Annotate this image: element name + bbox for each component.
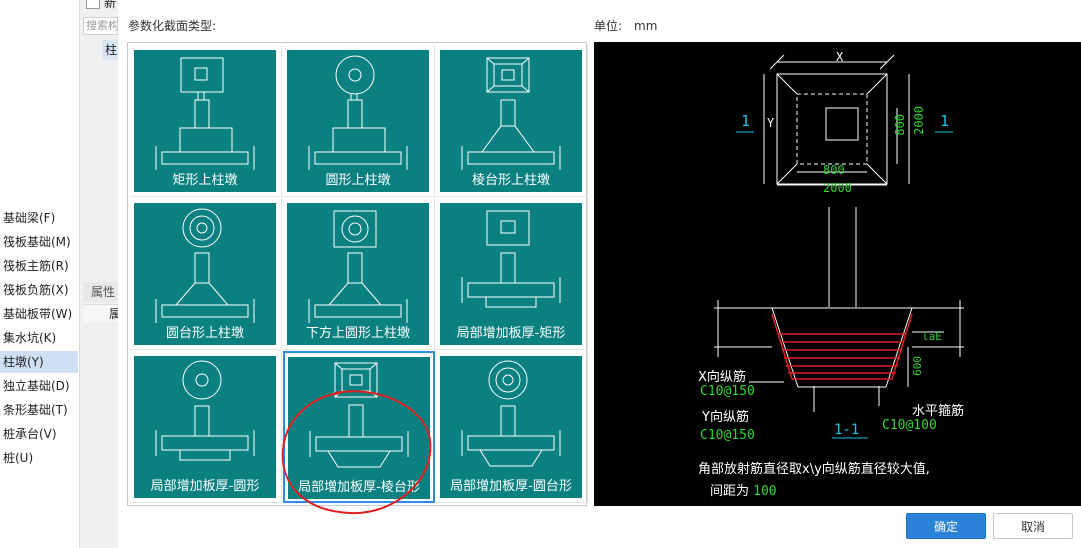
sidebar-item-sump-pit[interactable]: 集水坑(K): [3, 331, 57, 345]
sidebar-item-foundation-beam[interactable]: 基础梁(F): [3, 211, 56, 225]
x-bar-value: C10@150: [700, 384, 755, 399]
dim-600: 600: [911, 356, 924, 376]
note-line-1: 角部放射筋直径取x\y向纵筋直径较大值,: [698, 462, 930, 477]
tile-round-frustum-upper-pier[interactable]: 圆台形上柱墩: [134, 203, 276, 345]
dim-2000-horizontal: 2000: [823, 181, 852, 195]
frustum-upper-pier-icon: [461, 57, 561, 170]
sidebar-item-pile-cap[interactable]: 桩承台(V): [3, 427, 57, 441]
note-line-2: 间距为 100: [710, 480, 777, 499]
unit-label-text: 单位:: [594, 19, 623, 33]
tile-thickened-slab-rect[interactable]: 局部增加板厚-矩形: [440, 203, 582, 345]
stirrup-label: 水平箍筋: [912, 404, 965, 419]
tile-cell: 局部增加板厚-矩形: [436, 198, 588, 350]
rect-upper-pier-icon: [155, 57, 255, 170]
tile-label: 矩形上柱墩: [172, 173, 238, 188]
tile-label: 局部增加板厚-圆台形: [450, 479, 572, 494]
thickened-slab-rect-icon: [461, 210, 561, 308]
tile-label: 局部增加板厚-圆形: [150, 479, 260, 494]
new-label: 新: [104, 0, 117, 10]
dim-x: X: [836, 50, 844, 64]
tile-cell-selected: 局部增加板厚-棱台形: [283, 351, 435, 503]
sidebar-item-foundation-strip[interactable]: 基础板带(W): [3, 307, 73, 321]
tile-label: 局部增加板厚-矩形: [456, 326, 566, 341]
tile-square-base-round-pier[interactable]: 下方上圆形上柱墩: [287, 203, 429, 345]
ok-button[interactable]: 确定: [906, 513, 986, 539]
thickened-slab-round-frustum-icon: [461, 360, 561, 467]
tile-label: 棱台形上柱墩: [471, 173, 550, 188]
tile-cell: 棱台形上柱墩: [436, 45, 588, 197]
dim-lae: laE: [922, 330, 942, 343]
tile-label: 局部增加板厚-棱台形: [298, 480, 420, 495]
round-upper-pier-icon: [308, 55, 408, 170]
y-bar-value: C10@150: [700, 428, 755, 443]
dim-800-vertical: 800: [893, 114, 907, 136]
section-name: 1-1: [834, 422, 860, 438]
section-mark-left: 1: [741, 112, 751, 130]
thickened-slab-round-icon: [155, 360, 255, 461]
sidebar-item-column-pier[interactable]: 柱墩(Y): [0, 351, 78, 373]
tile-label: 圆台形上柱墩: [165, 326, 244, 341]
section-mark-right: 1: [940, 112, 950, 130]
dim-y: Y: [767, 116, 775, 130]
unit-label: 单位: mm: [594, 17, 657, 34]
stirrup-value: C10@100: [882, 418, 937, 433]
section-type-label: 参数化截面类型:: [128, 19, 217, 33]
sidebar-item-raft-foundation[interactable]: 筏板基础(M): [3, 235, 71, 249]
tile-cell: 矩形上柱墩: [130, 45, 282, 197]
sidebar-item-raft-negative-rebar[interactable]: 筏板负筋(X): [3, 283, 69, 297]
note-line-2-prefix: 间距为: [710, 484, 750, 499]
round-frustum-upper-pier-icon: [155, 208, 255, 323]
tile-cell: 下方上圆形上柱墩: [283, 198, 435, 350]
section-preview-panel: X Y 800 2000 800 2000 1 1 laE 600 X向纵筋 C…: [594, 42, 1081, 506]
tile-label: 下方上圆形上柱墩: [305, 326, 410, 341]
tile-label: 圆形上柱墩: [325, 173, 391, 188]
tile-frustum-upper-pier[interactable]: 棱台形上柱墩: [440, 50, 582, 192]
search-input[interactable]: 搜索构: [83, 17, 118, 35]
preview-drawing: [714, 54, 964, 439]
tile-cell: 圆形上柱墩: [283, 45, 435, 197]
tree-item-column[interactable]: 柱: [102, 40, 118, 60]
tile-thickened-slab-round[interactable]: 局部增加板厚-圆形: [134, 356, 276, 498]
tab-properties[interactable]: 属性: [83, 282, 118, 302]
cancel-button[interactable]: 取消: [993, 513, 1073, 539]
component-type-sidebar: 基础梁(F) 筏板基础(M) 筏板主筋(R) 筏板负筋(X) 基础板带(W) 集…: [0, 0, 80, 548]
tile-cell: 圆台形上柱墩: [130, 198, 282, 350]
tile-cell: 局部增加板厚-圆形: [130, 351, 282, 503]
dim-2000-vertical: 2000: [912, 106, 926, 135]
section-type-grid: 矩形上柱墩 圆形上柱墩: [127, 42, 588, 506]
sidebar-item-raft-main-rebar[interactable]: 筏板主筋(R): [3, 259, 69, 273]
tile-thickened-slab-round-frustum[interactable]: 局部增加板厚-圆台形: [440, 356, 582, 498]
unit-value: mm: [634, 19, 658, 33]
tile-rect-upper-pier[interactable]: 矩形上柱墩: [134, 50, 276, 192]
x-bar-label: X向纵筋: [698, 370, 746, 385]
component-list-panel: 新 搜索构 柱 属性 属: [80, 0, 121, 548]
tile-thickened-slab-frustum[interactable]: 局部增加板厚-棱台形: [288, 357, 430, 499]
note-line-2-value: 100: [753, 484, 777, 499]
sidebar-item-isolated-footing[interactable]: 独立基础(D): [3, 379, 70, 393]
tile-round-upper-pier[interactable]: 圆形上柱墩: [287, 50, 429, 192]
y-bar-label: Y向纵筋: [702, 410, 749, 425]
search-placeholder: 搜索构: [86, 19, 118, 32]
dim-800-horizontal: 800: [823, 163, 845, 177]
sidebar-item-strip-footing[interactable]: 条形基础(T): [3, 403, 68, 417]
square-base-round-pier-icon: [308, 210, 408, 323]
tile-cell: 局部增加板厚-圆台形: [436, 351, 588, 503]
properties-header: 属: [83, 304, 121, 322]
sidebar-item-pile[interactable]: 桩(U): [3, 451, 34, 465]
new-checkbox[interactable]: [86, 0, 100, 9]
